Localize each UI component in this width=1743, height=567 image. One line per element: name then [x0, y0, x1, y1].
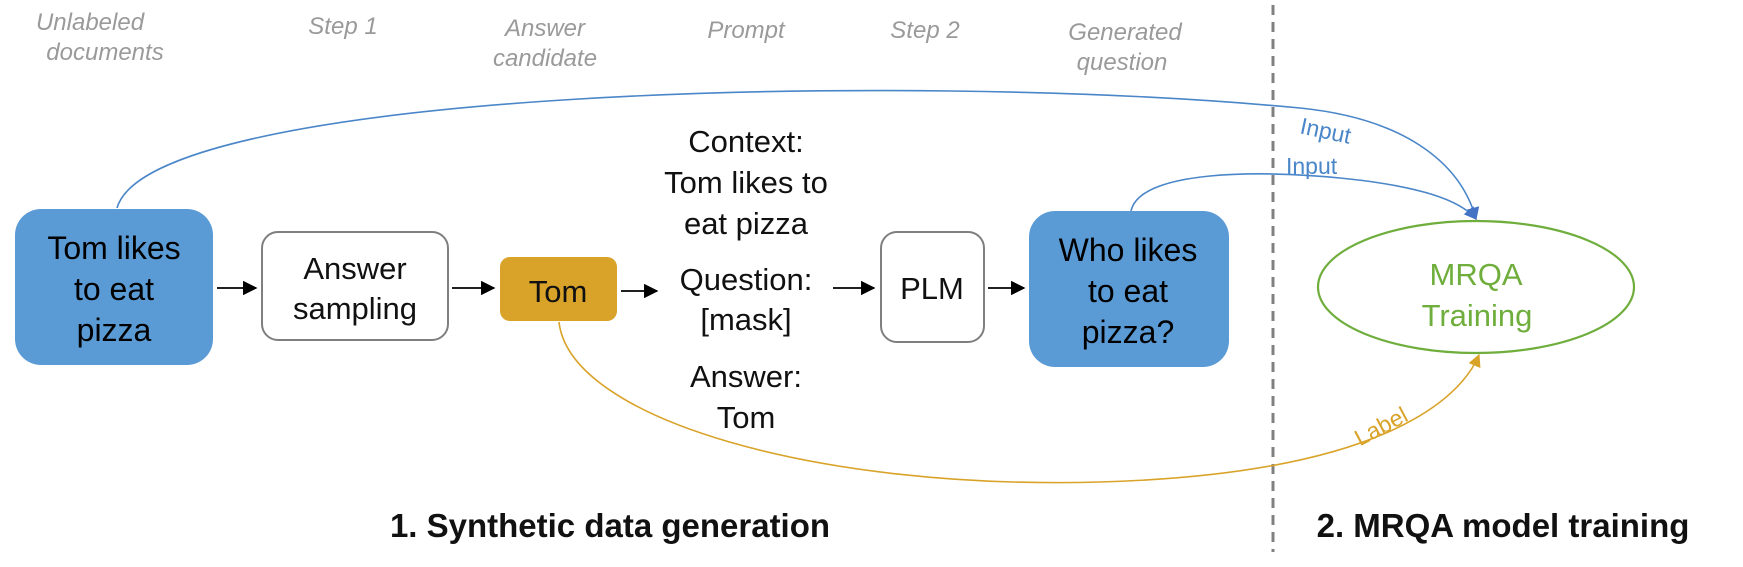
plm-text: PLM — [900, 271, 964, 306]
header-answer-candidate-line2: candidate — [493, 45, 597, 72]
input-label-top: Input — [1298, 113, 1354, 149]
column-headers: Unlabeled documents Step 1 Answer candid… — [36, 9, 1182, 76]
document-text-line2: to eat — [74, 271, 154, 307]
header-generated-question-line2: question — [1077, 49, 1168, 76]
header-unlabeled-documents-line2: documents — [46, 39, 163, 66]
unlabeled-document-node: Tom likes to eat pizza — [15, 209, 213, 365]
mrqa-text-line2: Training — [1422, 298, 1533, 333]
generated-question-node: Who likes to eat pizza? — [1029, 211, 1229, 367]
question-text-line2: to eat — [1088, 273, 1168, 309]
answer-candidate-text: Tom — [529, 274, 588, 309]
prompt-context-label: Context: — [688, 124, 803, 159]
header-generated-question-line1: Generated — [1068, 19, 1182, 46]
answer-to-mrqa-label-curve — [558, 321, 1481, 484]
header-prompt: Prompt — [707, 17, 786, 44]
prompt-question-label: Question: — [680, 262, 813, 297]
plm-node: PLM — [880, 231, 985, 343]
prompt-context-line1: Tom likes to — [664, 165, 828, 200]
input-label-mid: Input — [1286, 153, 1338, 179]
header-step1: Step 1 — [308, 13, 377, 40]
question-text-line3: pizza? — [1082, 314, 1175, 350]
section-title-synthetic: 1. Synthetic data generation — [390, 507, 830, 544]
mrqa-text-line1: MRQA — [1430, 257, 1523, 292]
prompt-answer-label: Answer: — [690, 359, 802, 394]
header-answer-candidate-line1: Answer — [503, 15, 586, 42]
question-to-mrqa-input-curve — [1130, 173, 1477, 220]
document-text-line1: Tom likes — [47, 230, 180, 266]
answer-sampling-node: Answer sampling — [261, 231, 449, 341]
answer-sampling-text-line2: sampling — [293, 291, 417, 326]
section-title-training: 2. MRQA model training — [1317, 507, 1690, 544]
document-text-line3: pizza — [77, 312, 152, 348]
prompt-context-line2: eat pizza — [684, 206, 809, 241]
document-to-mrqa-input-curve — [116, 89, 1480, 221]
answer-candidate-node: Tom — [500, 257, 617, 321]
prompt-text-block: Context: Tom likes to eat pizza Question… — [664, 124, 828, 435]
header-step2: Step 2 — [890, 17, 959, 44]
question-text-line1: Who likes — [1059, 232, 1198, 268]
header-unlabeled-documents-line1: Unlabeled — [36, 9, 145, 36]
prompt-answer-value: Tom — [717, 400, 776, 435]
mrqa-training-node: MRQA Training — [1316, 219, 1636, 355]
answer-sampling-text-line1: Answer — [303, 251, 406, 286]
prompt-question-mask: [mask] — [700, 302, 791, 337]
label-edge-label: Label — [1350, 402, 1412, 451]
